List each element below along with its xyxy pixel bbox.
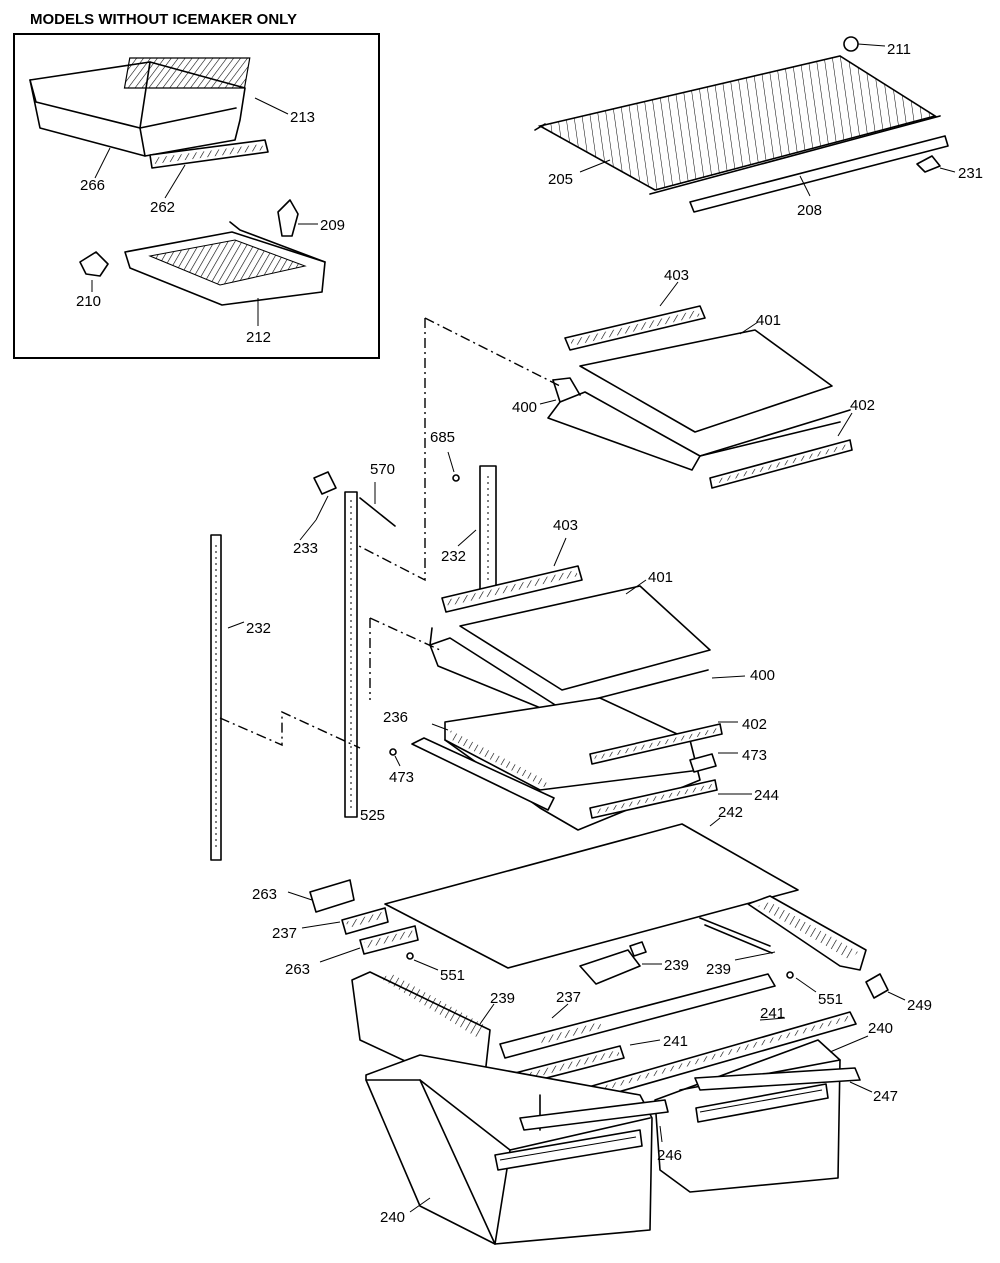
label-233: 233: [293, 540, 318, 557]
screw-685-part: [452, 474, 460, 482]
screw-570-part: [359, 497, 396, 527]
label-241-right: 241: [760, 1005, 785, 1022]
label-262: 262: [150, 199, 175, 216]
label-403-upper: 403: [664, 267, 689, 284]
assembly-line-1: [356, 318, 426, 582]
label-244: 244: [754, 787, 779, 804]
crisper-rail-239-right-part: [699, 895, 867, 971]
screw-473-part: [389, 748, 397, 756]
label-473-right: 473: [742, 747, 767, 764]
label-239-right: 239: [706, 961, 731, 978]
bracket-263-upper-part: [309, 879, 355, 913]
lower-glass-shelf-part: [429, 565, 711, 721]
label-232-right: 232: [441, 548, 466, 565]
label-210: 210: [76, 293, 101, 310]
label-402-lower: 402: [742, 716, 767, 733]
label-237-center: 237: [556, 989, 581, 1006]
label-263-upper: 263: [252, 886, 277, 903]
label-401-upper: 401: [756, 312, 781, 329]
clip-209-part: [277, 199, 299, 237]
label-231: 231: [958, 165, 983, 182]
upper-glass-shelf-part: [547, 305, 853, 489]
clip-233-part: [313, 471, 337, 495]
inset-title: MODELS WITHOUT ICEMAKER ONLY: [30, 11, 297, 28]
label-473-left: 473: [389, 769, 414, 786]
crisper-drawer-left-part: [365, 1054, 653, 1245]
label-212: 212: [246, 329, 271, 346]
screw-551-left-part: [406, 952, 414, 960]
ice-tray-part: [124, 221, 326, 306]
label-525: 525: [360, 807, 385, 824]
label-249: 249: [907, 997, 932, 1014]
rail-232-right-part: [479, 465, 497, 591]
label-400-lower: 400: [750, 667, 775, 684]
label-263-lower: 263: [285, 961, 310, 978]
knob-210-part: [79, 251, 109, 277]
label-685: 685: [430, 429, 455, 446]
crisper-cover-242-part: [384, 823, 799, 969]
label-232-left: 232: [246, 620, 271, 637]
end-cap-231-part: [916, 155, 941, 173]
label-242: 242: [718, 804, 743, 821]
label-239-center: 239: [664, 957, 689, 974]
ice-bin-part: [29, 57, 251, 157]
label-240-right: 240: [868, 1020, 893, 1037]
label-237-left: 237: [272, 925, 297, 942]
rail-233-part: [344, 491, 358, 818]
label-400-upper: 400: [512, 399, 537, 416]
label-236: 236: [383, 709, 408, 726]
rail-232-left-part: [210, 534, 222, 861]
label-247: 247: [873, 1088, 898, 1105]
label-205: 205: [548, 171, 573, 188]
label-246: 246: [657, 1147, 682, 1164]
clip-211-part: [843, 36, 859, 52]
label-209: 209: [320, 217, 345, 234]
wire-shelf-205-part: [534, 36, 941, 195]
label-402-upper: 402: [850, 397, 875, 414]
label-208: 208: [797, 202, 822, 219]
label-211: 211: [887, 41, 911, 58]
label-213: 213: [290, 109, 315, 126]
label-401-lower: 401: [648, 569, 673, 586]
label-241-left: 241: [663, 1033, 688, 1050]
bracket-239-center-part: [579, 949, 641, 985]
drawer-handle-247-part: [694, 1067, 861, 1091]
label-551-left: 551: [440, 967, 465, 984]
inset-panel: MODELS WITHOUT ICEMAKER ONLY 213 266 262: [13, 11, 380, 359]
label-403-lower: 403: [553, 517, 578, 534]
shelf-trim-208-part: [689, 135, 949, 213]
label-570: 570: [370, 461, 395, 478]
cover-support-237-part: [499, 973, 776, 1059]
label-266: 266: [80, 177, 105, 194]
label-551-right: 551: [818, 991, 843, 1008]
clip-249-part: [865, 973, 889, 999]
screw-551-right-part: [786, 971, 794, 979]
crisper-frame-part: [411, 697, 723, 831]
label-239-left: 239: [490, 990, 515, 1007]
label-240-left: 240: [380, 1209, 405, 1226]
drawer-handle-246-part: [519, 1099, 669, 1131]
